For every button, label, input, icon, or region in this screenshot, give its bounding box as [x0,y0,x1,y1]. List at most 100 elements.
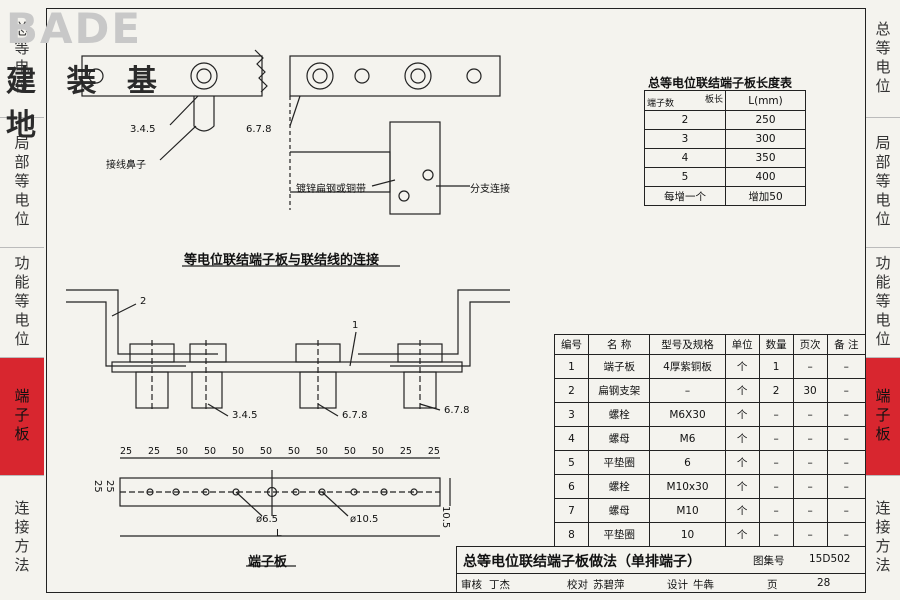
right-tab-label: 连接方法 [873,500,892,576]
dim: 25 [147,446,161,457]
mat-cell: – [826,426,867,451]
mat-header: 数量 [758,334,794,355]
length-cell: 400 [725,167,806,187]
logo: BADE 建 装 基 地 [6,4,176,143]
left-tab-label: 总等电位 [12,20,31,97]
dim-left-a: 25 [92,480,103,493]
mat-header: 备 注 [826,334,867,355]
corner-col-label: 板长 [704,95,723,105]
length-cell: 3 [644,129,726,149]
left-tab-strip: 总等电位 局部等电位 功能等电位 端子板 连接方法 [0,0,44,600]
right-tab-1[interactable]: 局部等电位 [866,118,900,248]
length-cell: 300 [725,129,806,149]
mat-cell: 1 [758,354,794,379]
mat-cell: M10x30 [649,474,726,499]
dim: 50 [175,446,189,457]
mat-cell: – [792,402,828,427]
label-branch: 分支连接 [470,184,510,195]
section-plate [111,361,463,373]
mat-header: 单位 [724,334,760,355]
length-cell: 4 [644,148,726,168]
mat-cell: 个 [724,498,760,523]
mat-cell: 5 [554,450,589,475]
logo-brand: BADE [6,4,143,53]
dim: 50 [259,446,273,457]
left-tab-label: 端子板 [12,388,31,445]
hole-small-label: ø6.5 [256,514,279,525]
right-tab-label: 端子板 [873,388,892,445]
dim-right: 10.5 [440,506,451,529]
mat-cell: 螺栓 [587,474,651,499]
mat-cell: – [758,402,794,427]
mat-cell: 个 [724,402,760,427]
length-cell: 350 [725,148,806,168]
mat-cell: 4 [554,426,589,451]
mat-cell: – [792,354,828,379]
mat-cell: 个 [724,354,760,379]
atlas-number: 15D502 [809,553,851,565]
label-bolt-set-a: 3.4.5 [130,124,156,135]
dim: 50 [315,446,328,457]
left-tab-4[interactable]: 连接方法 [0,476,44,600]
mat-cell: – [826,450,867,475]
mat-cell: 端子板 [587,354,651,379]
page-number: 28 [817,577,831,589]
dim: 50 [203,446,217,457]
section-bracket-left [66,289,218,355]
mat-cell: 2 [758,378,794,403]
mat-cell: M10 [649,498,726,523]
right-tab-label: 局部等电位 [873,135,892,230]
mat-cell: – [758,522,794,547]
check-label: 校对 [567,579,588,591]
mat-cell: 3 [554,402,589,427]
dim: 25 [120,446,133,457]
right-tab-label: 功能等电位 [873,255,892,350]
length-cell: 每增一个 [644,186,726,206]
mat-cell: 个 [724,522,760,547]
left-tab-0[interactable]: 总等电位 [0,0,44,118]
mat-cell: 6 [649,450,726,475]
mat-cell: 2 [554,378,589,403]
branch-plate [389,121,441,215]
mat-cell: 扁钢支架 [587,378,651,403]
checker-name: 苏碧萍 [593,579,625,591]
mat-cell: – [758,498,794,523]
mat-cell: 7 [554,498,589,523]
mat-cell: – [792,498,828,523]
left-tab-label: 局部等电位 [12,135,31,230]
right-tab-0[interactable]: 总等电位 [866,0,900,118]
mat-cell: – [792,450,828,475]
design-label: 设计 [667,579,688,591]
label-section-c: 6.7.8 [444,405,470,416]
length-table-unit: L(mm) [725,90,806,111]
mat-cell: M6X30 [649,402,726,427]
right-tab-4[interactable]: 连接方法 [866,476,900,600]
label-section-a: 3.4.5 [232,410,258,421]
right-tab-strip: 总等电位 局部等电位 功能等电位 端子板 连接方法 [866,0,900,600]
mat-cell: – [826,402,867,427]
left-tab-3[interactable]: 端子板 [0,358,44,476]
mat-cell: – [826,522,867,547]
reviewer-name: 丁杰 [489,579,510,591]
length-table-corner: 端子数 板长 [644,90,726,111]
mat-cell: – [649,378,726,403]
length-cell: 250 [725,110,806,130]
mat-cell: – [758,474,794,499]
right-tab-2[interactable]: 功能等电位 [866,248,900,358]
right-tab-3[interactable]: 端子板 [866,358,900,476]
mat-cell: 30 [792,378,828,403]
length-label: L [276,528,282,539]
left-tab-2[interactable]: 功能等电位 [0,248,44,358]
title-divider [457,573,865,574]
mat-cell: 螺栓 [587,402,651,427]
top-drawing-caption: 等电位联结端子板与联结线的连接 [184,253,380,268]
left-tab-1[interactable]: 局部等电位 [0,118,44,248]
mat-cell: – [826,474,867,499]
plate-top-dims: 25 25 50 50 50 50 50 50 50 50 25 25 [120,446,440,457]
